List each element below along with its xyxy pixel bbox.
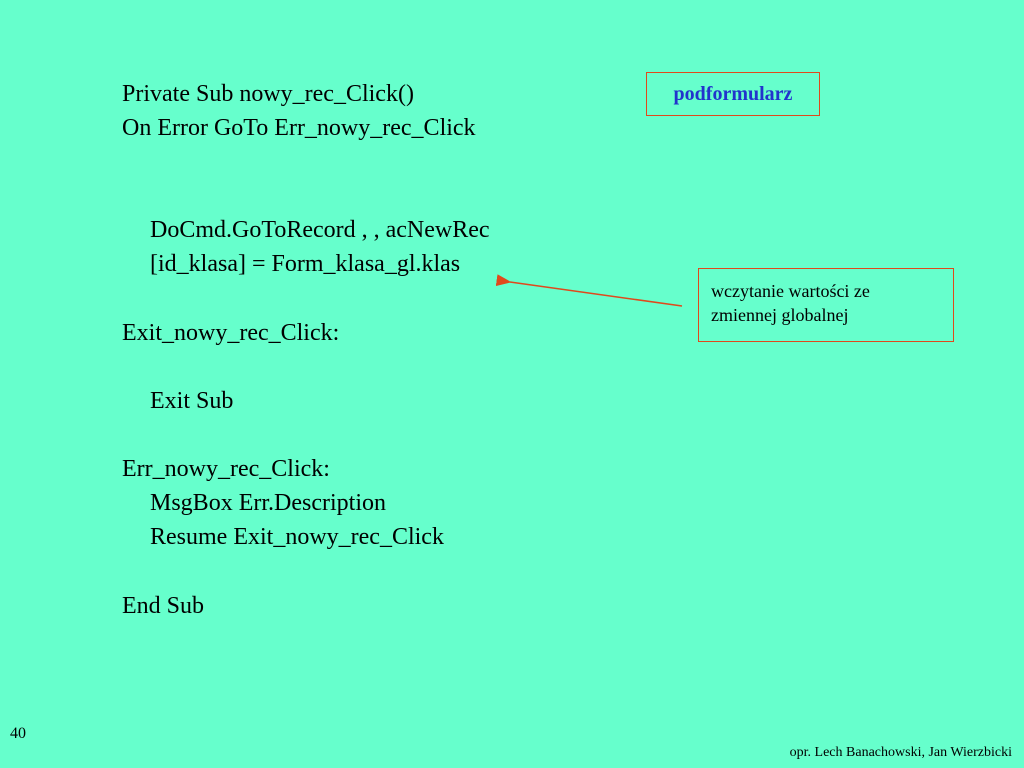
code-line-end-sub: End Sub bbox=[122, 593, 205, 619]
code-line-id-klasa: [id_klasa] = Form_klasa_gl.klas bbox=[150, 251, 461, 277]
code-line-on-error: On Error GoTo Err_nowy_rec_Click bbox=[122, 115, 476, 141]
arrow-line bbox=[495, 274, 683, 307]
note-line-2: zmiennej globalnej bbox=[711, 305, 849, 325]
note-box: wczytanie wartości ze zmiennej globalnej bbox=[698, 268, 954, 342]
title-box: podformularz bbox=[646, 72, 820, 116]
code-line-exit-sub: Exit Sub bbox=[150, 388, 234, 414]
code-line-resume: Resume Exit_nowy_rec_Click bbox=[150, 524, 444, 550]
page-number: 40 bbox=[10, 725, 26, 742]
code-line-exit-label: Exit_nowy_rec_Click: bbox=[122, 320, 340, 346]
title-box-label: podformularz bbox=[673, 82, 793, 105]
note-line-1: wczytanie wartości ze bbox=[711, 281, 870, 301]
author-credit: opr. Lech Banachowski, Jan Wierzbicki bbox=[789, 745, 1012, 760]
code-line-msgbox: MsgBox Err.Description bbox=[150, 490, 386, 516]
code-line-err-label: Err_nowy_rec_Click: bbox=[122, 456, 330, 482]
code-line-docmd: DoCmd.GoToRecord , , acNewRec bbox=[150, 217, 490, 243]
code-line-private-sub: Private Sub nowy_rec_Click() bbox=[122, 81, 414, 107]
